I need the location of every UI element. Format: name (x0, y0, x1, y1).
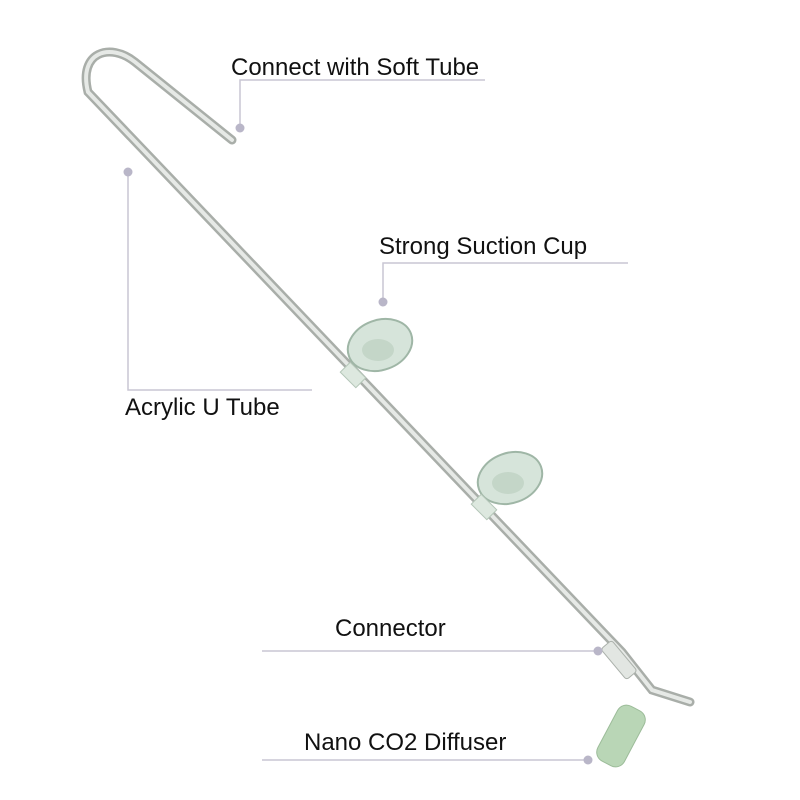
leader-dots (123, 123, 603, 765)
suction-cup-lower (470, 450, 544, 521)
label-nano-co2-diffuser: Nano CO2 Diffuser (304, 729, 507, 756)
leader-soft-tube (239, 79, 485, 128)
leader-suction-cup (382, 262, 628, 300)
nano-co2-diffuser (596, 704, 646, 768)
suction-cup-upper (339, 317, 414, 389)
label-acrylic-u-tube: Acrylic U Tube (125, 394, 280, 421)
label-strong-suction-cup: Strong Suction Cup (379, 233, 588, 260)
connector (601, 640, 637, 680)
leader-u-tube (127, 172, 312, 391)
leader-lines (127, 79, 628, 761)
label-connector: Connector (335, 615, 446, 642)
acrylic-u-tube (81, 47, 695, 707)
label-connect-with-soft-tube: Connect with Soft Tube (231, 54, 480, 81)
